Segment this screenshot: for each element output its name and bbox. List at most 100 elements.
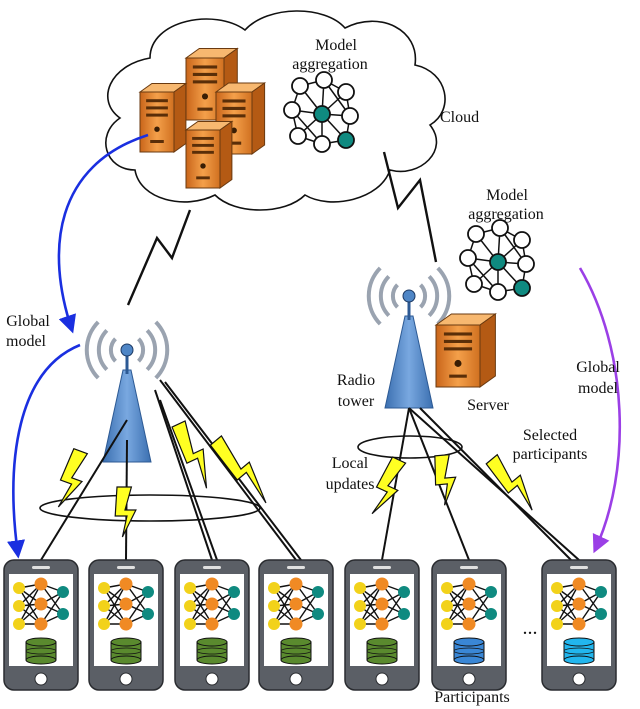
device-home-button — [289, 672, 303, 686]
label-global-model-left-2: model — [6, 333, 47, 350]
device-speaker — [460, 566, 478, 569]
device-link — [408, 407, 580, 561]
server-unit — [138, 82, 188, 153]
nn-node-hidden — [572, 617, 586, 631]
label-radio-tower-2: tower — [338, 393, 375, 410]
device-link — [419, 407, 572, 561]
signal-wave — [366, 266, 382, 326]
server-unit — [434, 313, 497, 388]
nn-node-input — [184, 600, 196, 612]
device-link — [159, 379, 297, 561]
mobile-device — [541, 559, 617, 691]
label-model-aggregation-mid-1: Model — [486, 187, 528, 204]
graph-node — [313, 135, 331, 153]
nn-node-hidden — [119, 577, 133, 591]
device-home-button — [119, 672, 133, 686]
nn-node-hidden — [289, 617, 303, 631]
graph-node — [313, 105, 331, 123]
device-link — [154, 389, 213, 561]
label-model-aggregation-top-2: aggregation — [292, 56, 368, 73]
nn-edge — [273, 587, 297, 625]
signal-wave — [436, 266, 452, 326]
nn-node-input — [354, 600, 366, 612]
nn-node-input — [13, 582, 25, 594]
link-cloud-right-tower — [382, 151, 438, 263]
nn-edge — [446, 587, 470, 625]
signal-wave — [136, 337, 146, 363]
mobile-device — [88, 559, 164, 691]
device-home-button — [34, 672, 48, 686]
device-speaker — [117, 566, 135, 569]
model-aggregation-graph-top — [283, 71, 359, 153]
radio-tower-right — [366, 266, 452, 409]
nn-node-output — [57, 608, 69, 620]
device-speaker — [373, 566, 391, 569]
nn-node-hidden — [462, 597, 476, 611]
nn-node-input — [268, 600, 280, 612]
nn-node-input — [441, 618, 453, 630]
graph-node — [513, 231, 531, 249]
label-model-aggregation-top-1: Model — [315, 37, 357, 54]
device-home-button — [572, 672, 586, 686]
label-cloud: Cloud — [440, 109, 479, 126]
nn-node-output — [485, 586, 497, 598]
label-ellipsis: ... — [523, 617, 538, 639]
mobile-device — [258, 559, 334, 691]
nn-node-output — [595, 608, 607, 620]
nn-node-hidden — [205, 577, 219, 591]
signal-wave — [390, 283, 400, 309]
graph-node — [489, 283, 507, 301]
nn-node-input — [13, 618, 25, 630]
signal-wave — [154, 320, 170, 380]
nn-node-output — [228, 586, 240, 598]
nn-node-hidden — [375, 597, 389, 611]
label-global-model-left-1: Global — [6, 313, 50, 330]
nn-node-hidden — [289, 577, 303, 591]
graph-node — [337, 83, 355, 101]
signal-wave — [378, 275, 391, 317]
graph-node — [517, 255, 535, 273]
lightning-bolt — [485, 453, 533, 511]
lightning-bolt — [371, 456, 407, 515]
nn-node-output — [142, 608, 154, 620]
nn-node-hidden — [462, 577, 476, 591]
global-model-arrow-left — [57, 133, 149, 334]
broadcast-ellipse-right — [357, 435, 463, 459]
label-global-model-right-1: Global — [576, 359, 620, 376]
mobile-device — [431, 559, 507, 691]
graph-node — [513, 279, 531, 297]
nn-node-hidden — [34, 597, 48, 611]
device-speaker — [203, 566, 221, 569]
signal-wave — [108, 337, 118, 363]
graph-node — [489, 253, 507, 271]
nn-edge — [359, 587, 383, 625]
nn-edge — [103, 587, 127, 625]
lightning-bolts — [57, 420, 533, 538]
label-selected-participants-2: participants — [513, 446, 588, 463]
graph-node — [467, 225, 485, 243]
device-link — [381, 407, 410, 561]
lightning-bolt — [434, 453, 457, 506]
nn-node-hidden — [289, 597, 303, 611]
antenna-tip — [120, 343, 134, 357]
nn-node-input — [98, 618, 110, 630]
nn-node-input — [441, 582, 453, 594]
graph-node — [337, 131, 355, 149]
nn-node-hidden — [119, 597, 133, 611]
nn-node-output — [312, 586, 324, 598]
nn-node-input — [551, 600, 563, 612]
nn-node-hidden — [572, 597, 586, 611]
nn-node-input — [551, 582, 563, 594]
nn-node-output — [398, 608, 410, 620]
nn-edge — [273, 583, 297, 625]
nn-node-input — [98, 600, 110, 612]
nn-node-hidden — [572, 577, 586, 591]
device-speaker — [32, 566, 50, 569]
signal-wave — [84, 320, 100, 380]
nn-node-hidden — [119, 617, 133, 631]
nn-node-input — [354, 618, 366, 630]
lightning-bolt — [209, 434, 267, 504]
nn-node-output — [485, 608, 497, 620]
nn-edge — [556, 583, 580, 625]
